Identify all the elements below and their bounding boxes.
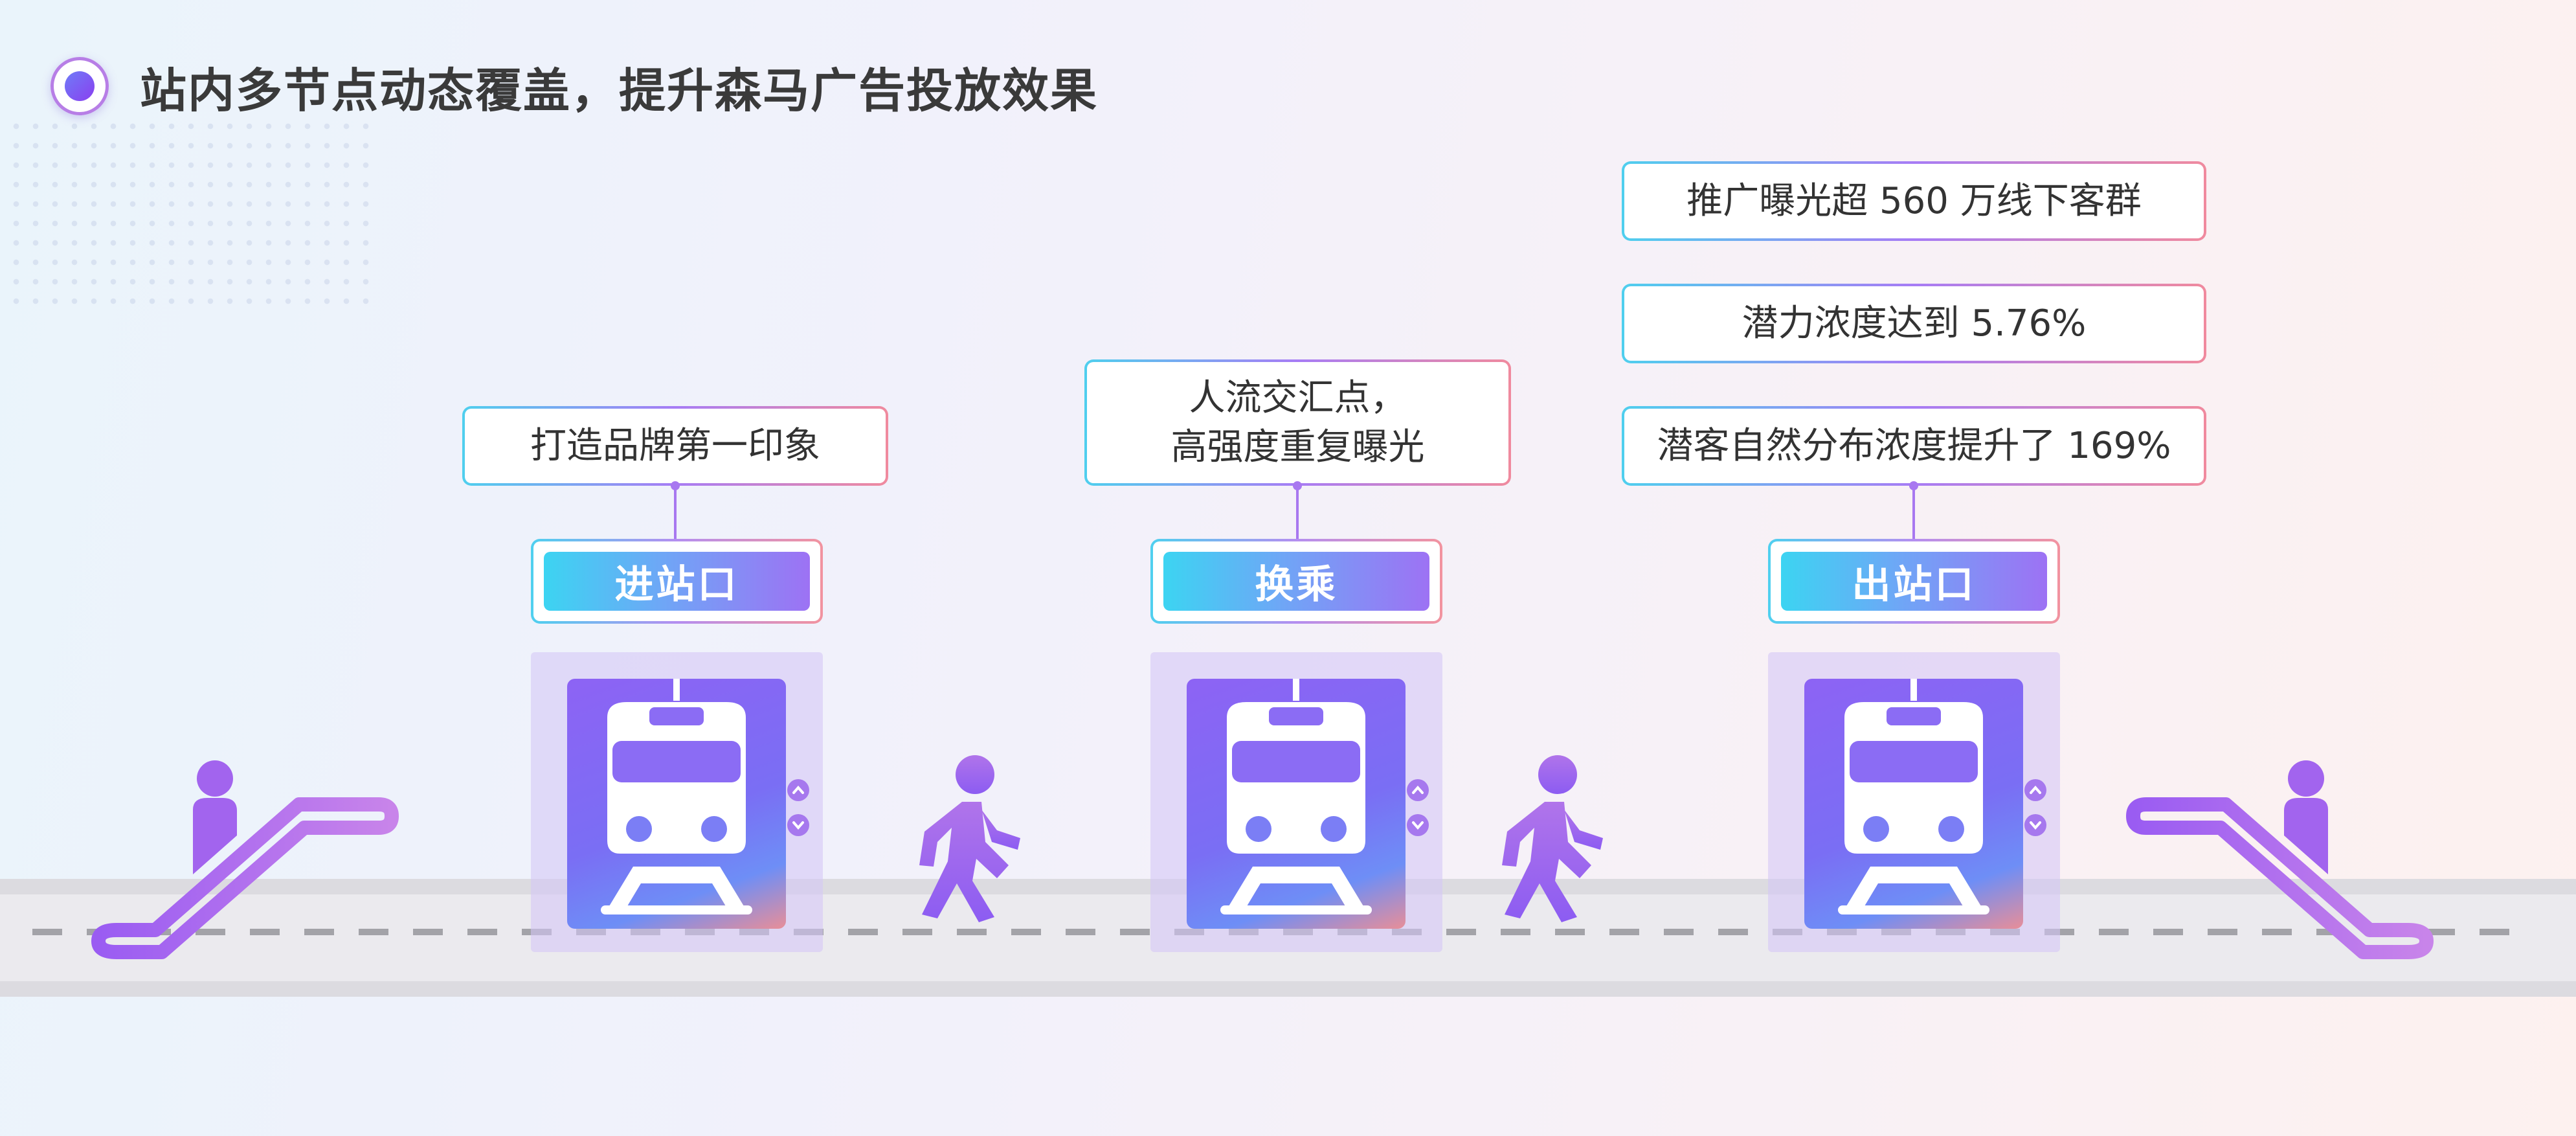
connector-line — [674, 486, 677, 540]
station-label-exit: 出站口 — [1768, 539, 2060, 624]
chevron-up-icon — [787, 779, 809, 801]
chevron-down-icon — [1407, 814, 1429, 836]
train-icon — [601, 679, 752, 914]
callout-entrance: 打造品牌第一印象 — [462, 406, 888, 486]
station-label-text: 进站口 — [544, 552, 810, 611]
train-panel-entrance — [531, 652, 823, 952]
escalator-up-icon — [91, 760, 399, 959]
station-label-transfer: 换乘 — [1150, 539, 1442, 624]
chevron-down-icon — [787, 814, 809, 836]
callout-exit-potential: 潜力浓度达到 5.76% — [1622, 284, 2206, 363]
connector-line — [1912, 486, 1915, 540]
chevron-down-icon — [2024, 814, 2046, 836]
train-icon — [1838, 679, 1989, 914]
train-card — [1804, 679, 2023, 929]
walking-person-icon — [919, 755, 1020, 922]
callout-text: 潜力浓度达到 5.76% — [1742, 302, 2087, 345]
train-icon — [1220, 679, 1372, 914]
station-label-text: 出站口 — [1781, 552, 2047, 611]
chevron-up-icon — [2024, 779, 2046, 801]
title-bullet-icon — [50, 57, 109, 115]
callout-transfer: 人流交汇点， 高强度重复曝光 — [1084, 359, 1511, 486]
callout-text: 打造品牌第一印象 — [530, 424, 820, 467]
train-panel-exit — [1768, 652, 2060, 952]
page-title: 站内多节点动态覆盖，提升森马广告投放效果 — [140, 63, 1099, 118]
escalator-down-icon — [2126, 760, 2434, 959]
train-card — [567, 679, 786, 929]
connector-line — [1296, 486, 1299, 540]
callout-exit-lift: 潜客自然分布浓度提升了 169% — [1622, 406, 2206, 486]
callout-text: 推广曝光超 560 万线下客群 — [1686, 179, 2142, 222]
station-label-entrance: 进站口 — [531, 539, 823, 624]
station-label-text: 换乘 — [1163, 552, 1429, 611]
callout-exit-exposure: 推广曝光超 560 万线下客群 — [1622, 161, 2206, 241]
callout-text: 潜客自然分布浓度提升了 169% — [1657, 424, 2171, 467]
callout-line: 高强度重复曝光 — [1170, 426, 1425, 468]
chevron-up-icon — [1407, 779, 1429, 801]
walking-person-icon — [1502, 755, 1603, 922]
train-card — [1187, 679, 1406, 929]
train-panel-transfer — [1150, 652, 1442, 952]
header: 站内多节点动态覆盖，提升森马广告投放效果 — [50, 52, 1098, 120]
callout-text: 人流交汇点， 高强度重复曝光 — [1171, 374, 1425, 471]
callout-line: 人流交汇点， — [1189, 376, 1407, 419]
dot-pattern — [6, 117, 369, 304]
